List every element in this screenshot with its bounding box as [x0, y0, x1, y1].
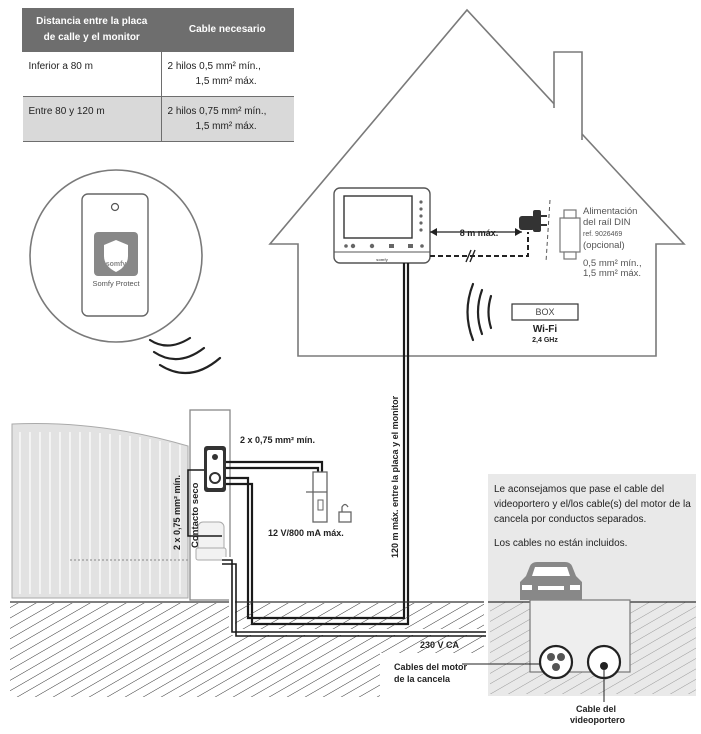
table-cell-cable: 2 hilos 0,75 mm² mín., 1,5 mm² máx. [160, 96, 294, 142]
monitor-buttons [344, 243, 424, 249]
dry-contact-cable-label: 2 x 0,75 mm² mín. [172, 475, 182, 550]
intercom-cable-label-2: videoportero [570, 715, 626, 725]
electric-lock [306, 471, 352, 523]
motor-conduit [538, 644, 574, 680]
wifi-signal-icon [466, 282, 493, 342]
din-ref: ref. 9026469 [583, 231, 622, 238]
gate-motor [195, 521, 227, 561]
dry-contact-label: Contacto seco [190, 482, 201, 548]
ground-left [10, 603, 484, 653]
house-chimney [553, 51, 583, 140]
din-rail-power-module [545, 199, 581, 263]
indoor-monitor: somfy [333, 187, 431, 264]
shield-icon [104, 240, 128, 272]
table-cell-cable: 2 hilos 0,5 mm² mín., 1,5 mm² máx. [160, 51, 294, 97]
note-paragraph-1: Le aconsejamos que pase el cable del vid… [494, 484, 691, 525]
din-cable-line2: 1,5 mm² máx. [583, 268, 641, 279]
house-outline [268, 8, 686, 357]
intercom-cable-label-1: Cable del [576, 704, 616, 714]
cable-line1: 2 hilos 0,5 mm² mín., [167, 61, 261, 72]
table-header-distance: Distancia entre la placa de calle y el m… [22, 8, 162, 52]
lock-cable [226, 460, 324, 472]
din-title-line1: Alimentación [583, 206, 637, 217]
dry-contact-cable [187, 469, 222, 537]
table-header-cable: Cable necesario [160, 8, 294, 52]
mains-cable [222, 557, 486, 637]
wifi-box-area: BOX Wi-Fi 2,4 GHz [466, 282, 579, 344]
max-8m-label: 8 m máx. [460, 228, 499, 238]
conduit-cross-section [462, 474, 696, 702]
sliding-gate [11, 422, 200, 599]
cable-line2: 1,5 mm² máx. [195, 76, 257, 87]
monitor-power-link: 8 m máx. [430, 228, 529, 263]
phone-app-name: Somfy Protect [92, 279, 140, 288]
table-cell-distance: Inferior a 80 m [22, 51, 161, 97]
mains-label: 230 V CA [420, 640, 460, 650]
table-row: Entre 80 y 120 m 2 hilos 0,75 mm² mín., … [22, 96, 294, 142]
din-optional: (opcional) [583, 240, 625, 251]
motor-cables-label-2: de la cancela [394, 674, 451, 684]
din-title-line2: del raíl DIN [583, 217, 631, 228]
router-box [511, 303, 579, 321]
din-cable-line1: 0,5 mm² mín., [583, 258, 642, 269]
cable-line2: 1,5 mm² máx. [195, 121, 257, 132]
table-cell-distance: Entre 80 y 120 m [22, 96, 161, 142]
monitor-brand: somfy [376, 257, 389, 262]
wifi-band-label: 2,4 GHz [532, 337, 558, 344]
padlock-icon [338, 503, 352, 523]
phone-brand: somfy [106, 261, 127, 268]
phone-camera-icon [110, 202, 120, 212]
lock-rating-label: 12 V/800 mA máx. [268, 528, 344, 538]
gate-pillar [189, 409, 231, 601]
cable-line1: 2 hilos 0,75 mm² mín., [167, 106, 267, 117]
power-adapter [519, 210, 547, 232]
intercom-conduit [586, 644, 622, 680]
installation-note: Le aconsejamos que pase el cable del vid… [494, 482, 694, 560]
motor-cables-label-1: Cables del motor [394, 662, 468, 672]
vertical-cable-label: 120 m máx. entre la placa y el monitor [390, 395, 400, 558]
table-row: Inferior a 80 m 2 hilos 0,5 mm² mín., 1,… [22, 51, 294, 97]
car-icon [520, 562, 582, 600]
phone-app-illustration: somfy Somfy Protect [29, 169, 222, 375]
lock-cable-label: 2 x 0,75 mm² mín. [240, 435, 315, 445]
phone-wireless-icon [148, 336, 222, 375]
wifi-label: Wi-Fi [533, 324, 558, 335]
cable-spec-table: Distancia entre la placa de calle y el m… [22, 8, 294, 142]
note-paragraph-2: Los cables no están incluidos. [494, 538, 628, 549]
router-box-label: BOX [535, 307, 554, 317]
ground-lower-left [10, 653, 380, 697]
outdoor-door-station [204, 446, 226, 492]
